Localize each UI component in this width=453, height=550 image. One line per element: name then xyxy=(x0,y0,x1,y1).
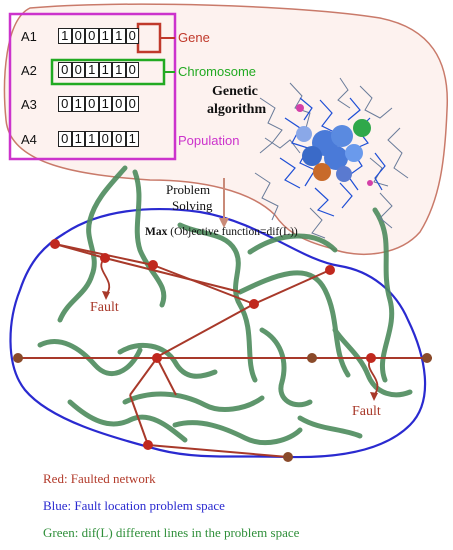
population-label: Population xyxy=(178,133,240,148)
node xyxy=(50,239,60,249)
legend-blue: Blue: Fault location problem space xyxy=(43,498,225,513)
gene-cell: 0 xyxy=(98,131,112,147)
gene-cell: 1 xyxy=(85,62,99,78)
legend-red: Red: Faulted network xyxy=(43,471,156,486)
problem-space-boundary xyxy=(9,207,427,459)
fault-arrowhead-2 xyxy=(370,392,378,401)
fault-label-right: Fault xyxy=(352,404,381,419)
node xyxy=(325,265,335,275)
node xyxy=(422,353,432,363)
gene-cell: 1 xyxy=(71,96,85,112)
gene-cell: 1 xyxy=(98,62,112,78)
problem-solving-arrowhead xyxy=(219,218,229,228)
gene-cell: 0 xyxy=(125,28,139,44)
gene-cell: 1 xyxy=(58,28,72,44)
node xyxy=(307,353,317,363)
fault-label-left: Fault xyxy=(90,300,119,315)
gene-cell: 0 xyxy=(85,28,99,44)
gene-cell: 0 xyxy=(58,62,72,78)
ga-row-label: A2 xyxy=(21,63,37,78)
gene-label: Gene xyxy=(178,30,210,45)
objective-text: (Objective function=dif(L)) xyxy=(170,226,298,238)
gene-cell: 1 xyxy=(98,96,112,112)
gene-cell: 0 xyxy=(58,96,72,112)
gene-cell: 1 xyxy=(112,62,126,78)
fault-arrowhead-1 xyxy=(102,291,110,300)
ga-row-label: A1 xyxy=(21,29,37,44)
gene-cell: 0 xyxy=(112,131,126,147)
fault-arrow-1 xyxy=(100,257,111,296)
problem-solving-label-line2: Solving xyxy=(172,198,213,213)
legend-green: Green: dif(L) different lines in the pro… xyxy=(43,525,300,540)
node xyxy=(100,253,110,263)
gene-cell: 0 xyxy=(112,96,126,112)
gene-cell: 1 xyxy=(125,131,139,147)
gene-cell: 0 xyxy=(58,131,72,147)
gene-cell: 0 xyxy=(85,96,99,112)
gene-cell: 0 xyxy=(125,96,139,112)
ga-row-label: A4 xyxy=(21,132,37,147)
gene-cell: 0 xyxy=(71,28,85,44)
node xyxy=(249,299,259,309)
genetic-algorithm-label-line2: algorithm xyxy=(207,102,267,117)
genetic-algorithm-label-line1: Genetic xyxy=(212,84,258,99)
objective-max: Max xyxy=(145,226,168,238)
network-nodes xyxy=(13,239,432,462)
node xyxy=(366,353,376,363)
molecule-image xyxy=(254,77,409,239)
node xyxy=(148,260,158,270)
node xyxy=(283,452,293,462)
node xyxy=(13,353,23,363)
gene-cell: 0 xyxy=(125,62,139,78)
gene-cell: 1 xyxy=(71,131,85,147)
chromosome-label: Chromosome xyxy=(178,64,257,79)
gene-cell: 1 xyxy=(98,28,112,44)
ga-row-label: A3 xyxy=(21,97,37,112)
gene-cell: 1 xyxy=(112,28,126,44)
faulted-network xyxy=(18,243,432,458)
objective-function-label: Max (Objective function=dif(L)) xyxy=(145,226,298,238)
node xyxy=(152,353,162,363)
gene-cell: 1 xyxy=(85,131,99,147)
problem-solving-label-line1: Problem xyxy=(166,182,211,197)
population-box xyxy=(8,12,177,161)
gene-cell: 0 xyxy=(71,62,85,78)
green-lines xyxy=(37,165,413,445)
node xyxy=(143,440,153,450)
